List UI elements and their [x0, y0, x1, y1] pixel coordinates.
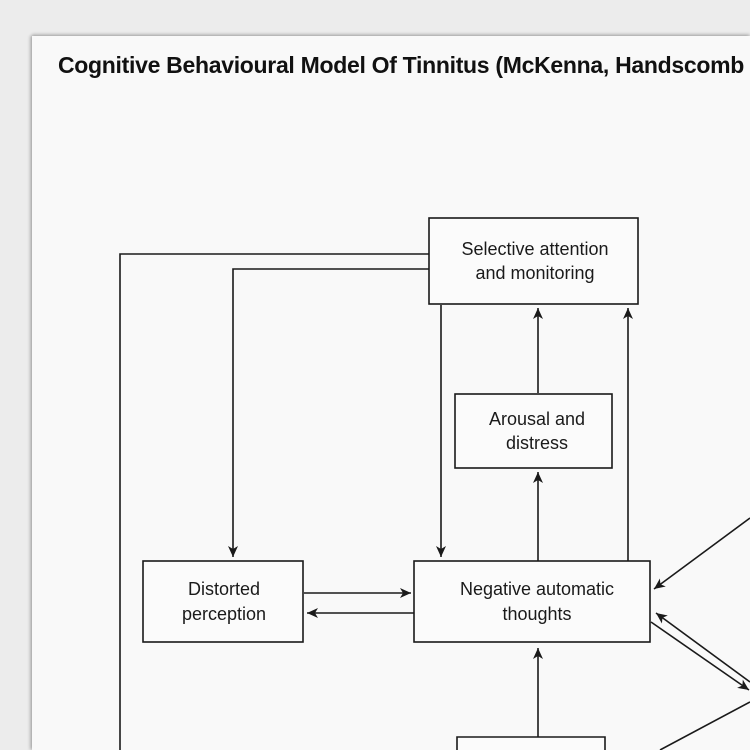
- feedback-outer-line: [119, 253, 429, 750]
- node-arousal: Arousal and distress: [454, 393, 613, 469]
- arrow-right-to-nat: [653, 517, 750, 590]
- node-distorted-line1: Distorted: [188, 579, 260, 599]
- node-arousal-line1: Arousal and: [489, 409, 585, 429]
- node-nat-line2: thoughts: [502, 604, 571, 624]
- node-negative-automatic-thoughts: Negative automatic thoughts: [413, 560, 651, 643]
- node-distorted-line2: perception: [182, 604, 266, 624]
- arrow-right-to-nat-lower: [655, 612, 750, 683]
- line-bottom-right-diagonal: [659, 701, 750, 750]
- node-distorted-perception: Distorted perception: [142, 560, 304, 643]
- node-selective-attention: Selective attention and monitoring: [428, 217, 639, 305]
- node-arousal-line2: distress: [506, 433, 568, 453]
- node-bottom-partial: [456, 736, 606, 750]
- diagram-title: Cognitive Behavioural Model Of Tinnitus …: [58, 52, 745, 78]
- node-selective-attention-line2: and monitoring: [475, 263, 594, 283]
- node-selective-attention-line1: Selective attention: [461, 239, 608, 259]
- arrow-attention-to-distorted: [228, 268, 429, 557]
- node-nat-line1: Negative automatic: [460, 579, 614, 599]
- arrow-nat-to-right: [650, 621, 750, 691]
